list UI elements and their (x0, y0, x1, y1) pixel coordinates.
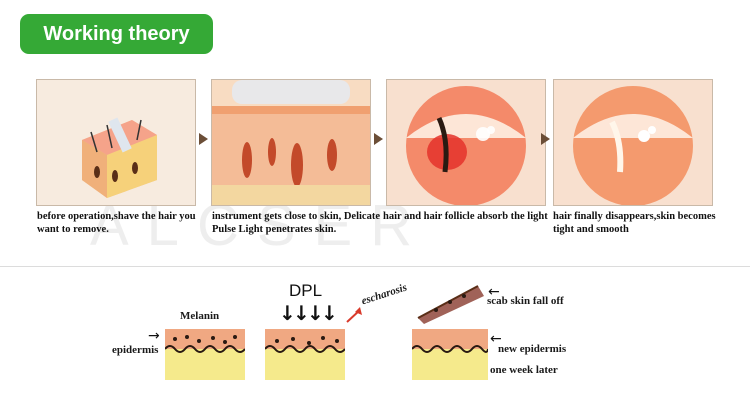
down-arrow-icon: ↓ (293, 301, 310, 325)
down-arrow-icon: ↓ (279, 301, 296, 325)
scab-pointer-icon: ← (488, 284, 500, 300)
step-1-illustration (36, 79, 196, 206)
step-arrow-2 (374, 133, 383, 145)
layer-block-before (164, 329, 246, 380)
step-3-illustration (386, 79, 546, 206)
layer-block-after (411, 329, 489, 380)
one-week-later-label: one week later (490, 364, 558, 376)
new-epidermis-label: new epidermis (498, 343, 567, 355)
step-arrow-3 (541, 133, 550, 145)
step-1-caption: before operation,shave the hair you want… (37, 211, 196, 235)
down-arrow-icon: ↓ (321, 301, 338, 325)
step-arrow-1 (199, 133, 208, 145)
new-epidermis-pointer-icon: ← (490, 331, 502, 347)
step-2-caption: instrument gets close to skin, Delicate … (212, 211, 380, 235)
step-3-caption: hair and hair follicle absorb the light (383, 211, 548, 222)
scab-piece (414, 280, 486, 324)
step-2-illustration (211, 79, 371, 206)
dpl-label: DPL (289, 281, 323, 300)
layer-block-treated (264, 329, 346, 380)
section-divider (0, 266, 750, 267)
escharosis-label: escharosis (360, 281, 409, 308)
melanin-label: Melanin (180, 310, 220, 322)
epidermis-label: epidermis (112, 344, 159, 356)
step-4-caption: hair finally disappears,skin becomes tig… (553, 211, 716, 235)
escharosis-arrow-icon (345, 306, 363, 324)
down-arrow-icon: ↓ (307, 301, 324, 325)
section-title-badge: Working theory (20, 14, 213, 54)
epidermis-pointer-icon: → (148, 328, 160, 344)
step-4-illustration (553, 79, 713, 206)
scab-label: scab skin fall off (487, 295, 564, 307)
